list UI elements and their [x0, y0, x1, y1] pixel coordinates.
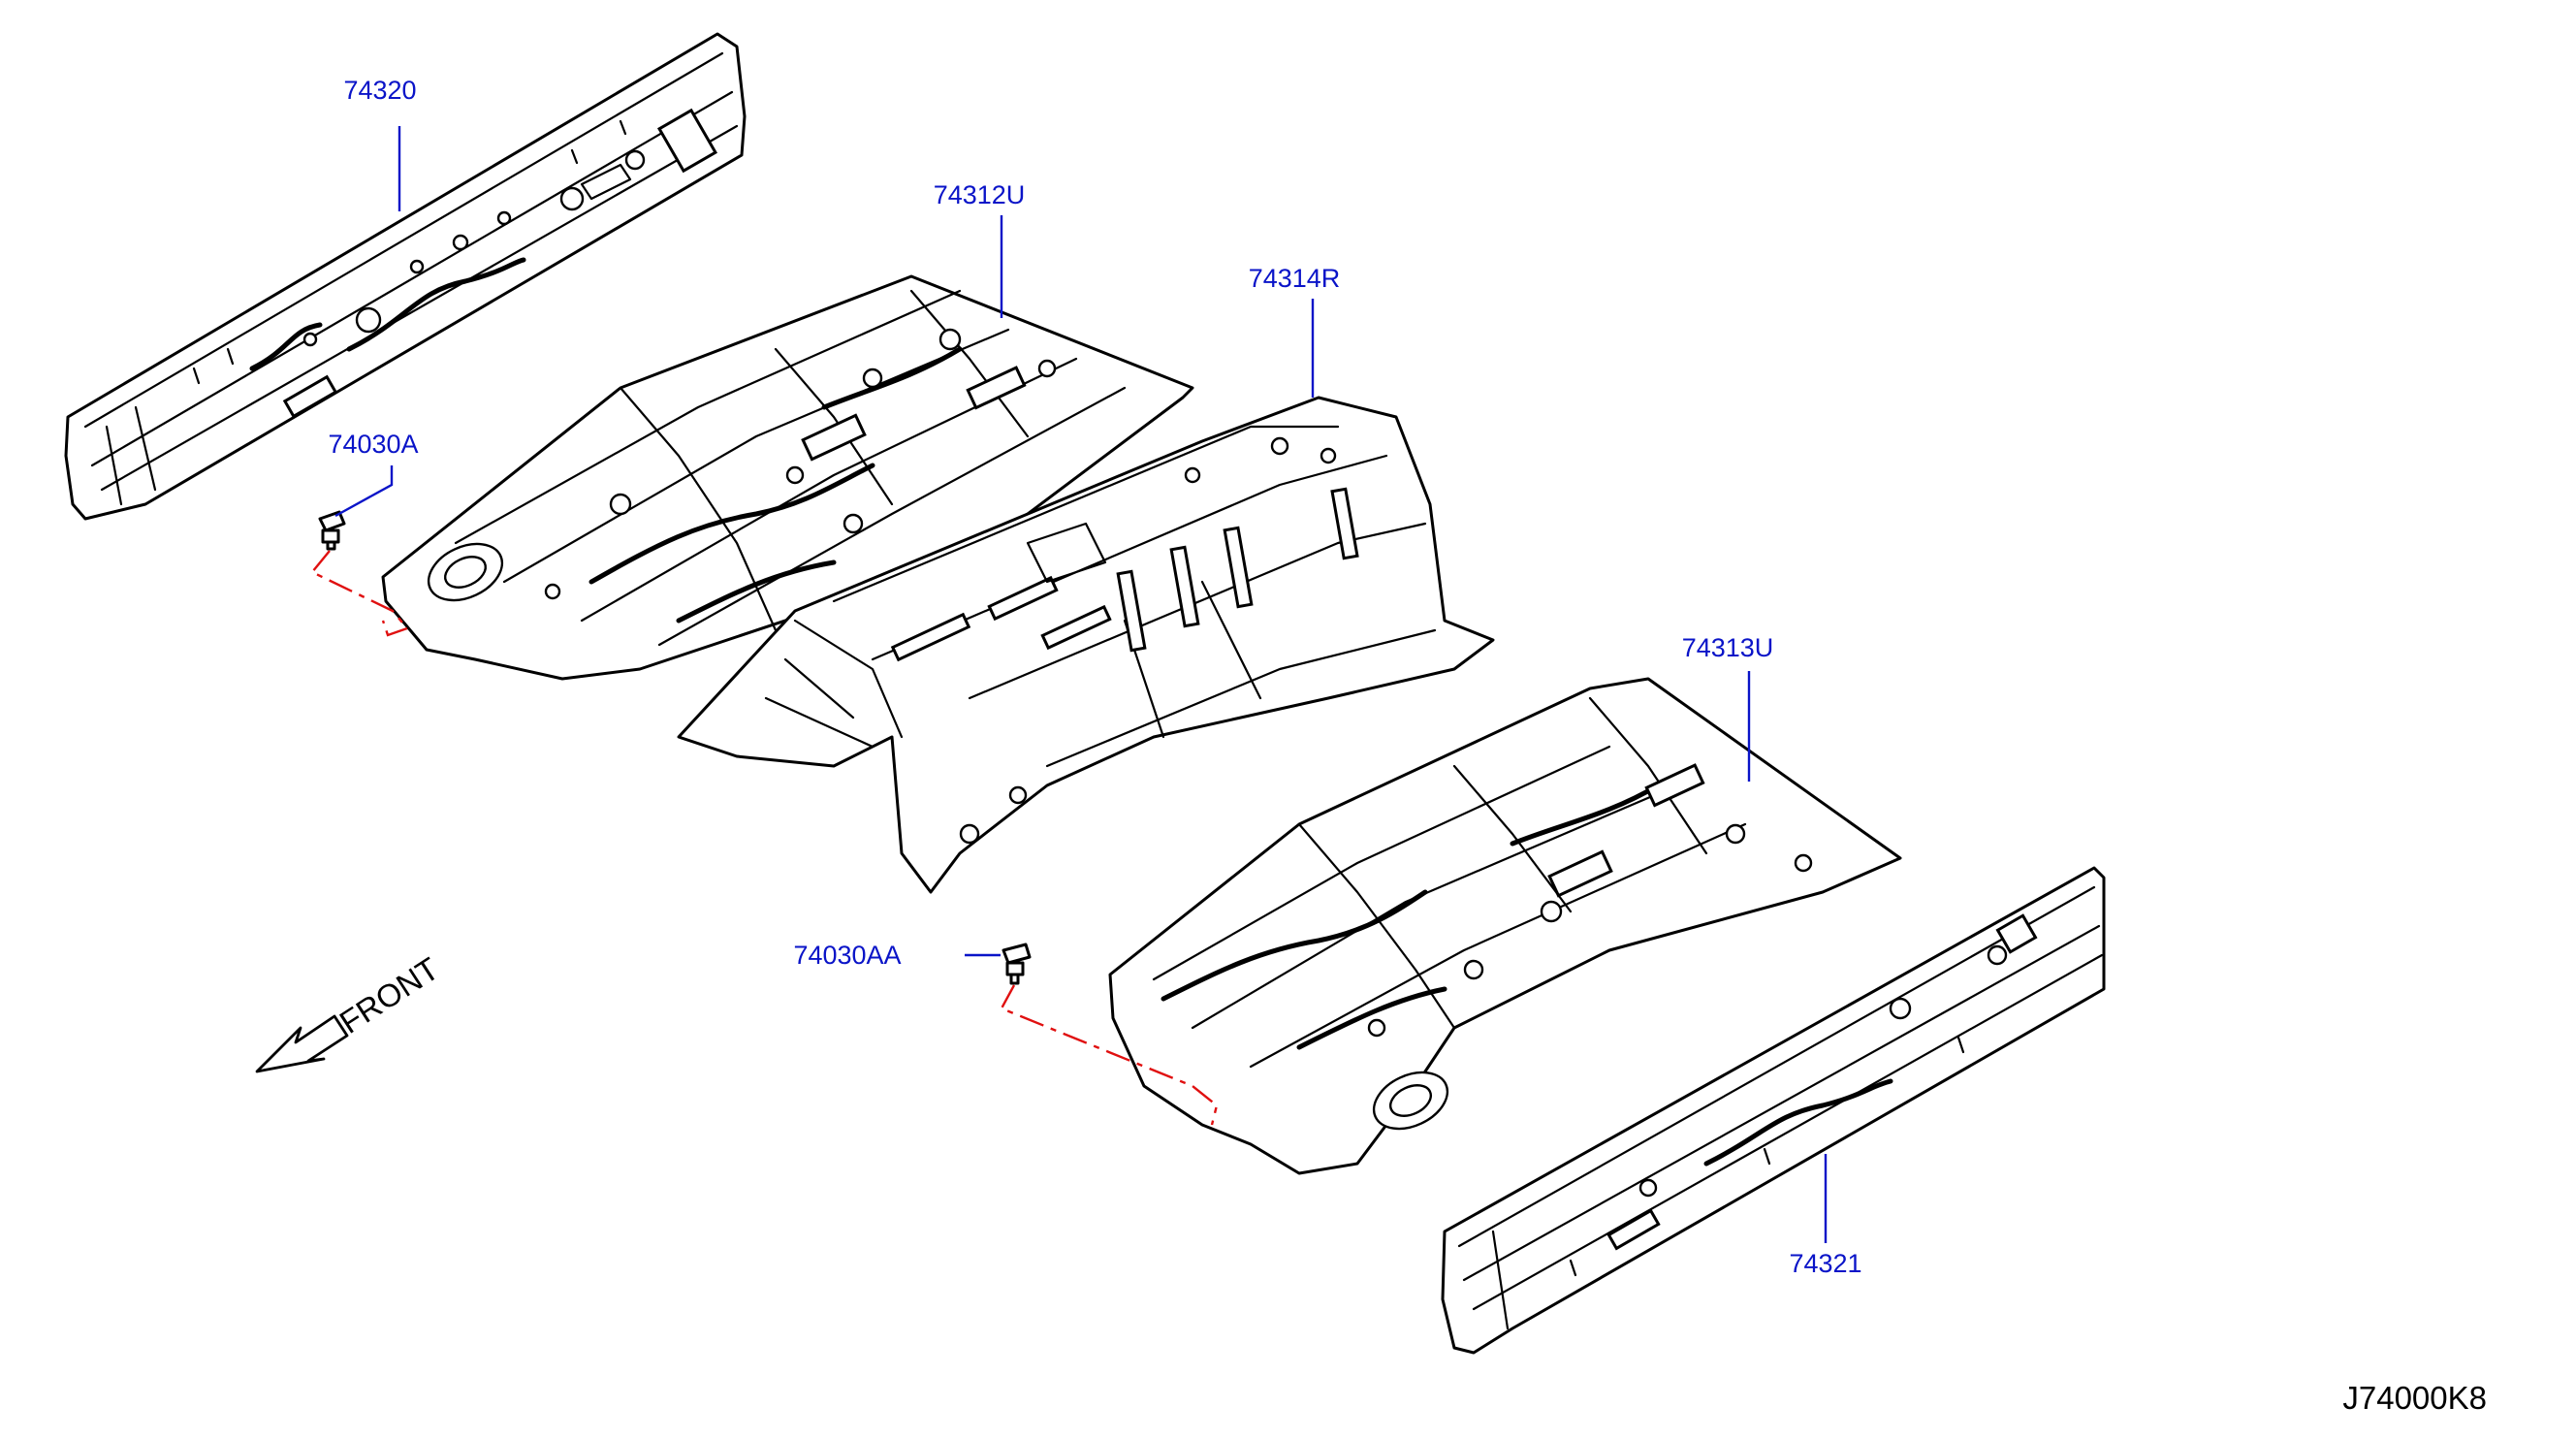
- label-74313U[interactable]: 74313U: [1682, 633, 1774, 662]
- label-74030AA[interactable]: 74030AA: [793, 941, 901, 970]
- fitment-lines: [310, 550, 1219, 1126]
- label-74312U[interactable]: 74312U: [934, 180, 1026, 209]
- front-floor-lh-part[interactable]: [381, 274, 1194, 681]
- clip-lh-part[interactable]: [318, 510, 346, 551]
- clip-rh-fitment-line: [1000, 984, 1219, 1126]
- center-tunnel-part[interactable]: [677, 396, 1495, 894]
- diagram-code: J74000K8: [2342, 1380, 2487, 1416]
- part-labels: 74320 74312U 74314R 74313U 74321 74030A …: [328, 76, 1861, 1278]
- arrow-left-down-icon: [255, 1014, 349, 1073]
- label-74320[interactable]: 74320: [343, 76, 416, 105]
- clip-rh-part[interactable]: [1002, 943, 1032, 985]
- side-member-rh-part[interactable]: [1441, 866, 2106, 1355]
- side-member-lh-part[interactable]: [64, 32, 747, 521]
- label-74030A[interactable]: 74030A: [328, 430, 418, 459]
- front-indicator: FRONT: [255, 950, 445, 1073]
- label-74314R[interactable]: 74314R: [1249, 264, 1341, 293]
- leader-lines: [334, 126, 1828, 1243]
- front-floor-rh-part[interactable]: [1108, 677, 1902, 1175]
- front-label: FRONT: [334, 950, 445, 1040]
- label-74321[interactable]: 74321: [1789, 1249, 1861, 1278]
- leader-74030A: [334, 465, 394, 518]
- clip-lh-fitment-line: [310, 550, 410, 637]
